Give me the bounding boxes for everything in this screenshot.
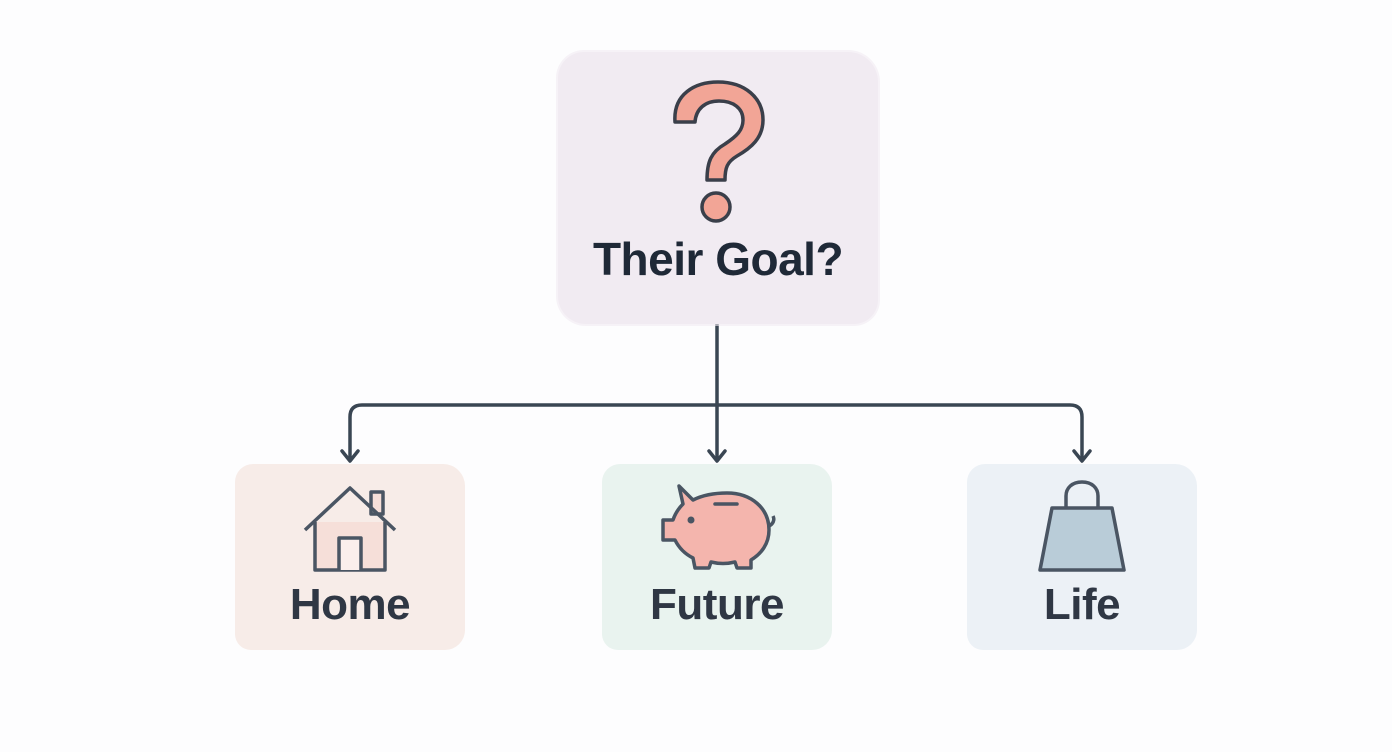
arrowhead-home [340, 449, 360, 463]
shopping-bag-icon [1038, 480, 1126, 572]
node-future: Future [602, 464, 832, 650]
question-mark-icon [673, 80, 765, 223]
connector-right-branch [715, 403, 1084, 462]
house-icon [303, 486, 397, 572]
node-label-life: Life [1043, 580, 1121, 629]
node-life: Life [967, 464, 1197, 650]
node-home: Home [235, 464, 465, 650]
root-label: Their Goal? [592, 233, 844, 285]
node-label-home: Home [289, 580, 411, 629]
arrowhead-future [707, 449, 727, 463]
node-label-future: Future [650, 580, 784, 629]
arrowhead-life [1072, 449, 1092, 463]
connector-left-branch [348, 403, 719, 462]
root-node: Their Goal? [558, 52, 878, 324]
piggy-bank-icon [661, 484, 776, 570]
